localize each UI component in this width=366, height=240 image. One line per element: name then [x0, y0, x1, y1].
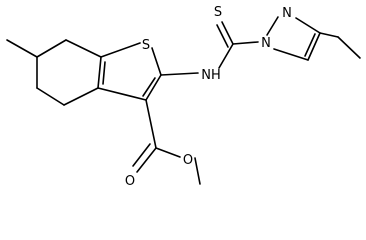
- pyrazole-ring: [266, 16, 361, 61]
- atom-label-amine: NH: [201, 68, 221, 83]
- bond-ring-methyl: [6, 39, 38, 58]
- atom-label-ester-oxygen: O: [183, 153, 193, 168]
- atom-label-carbonyl-oxygen: O: [125, 174, 135, 189]
- pyrazole-n2-label: N: [282, 6, 292, 21]
- sulfur-ring-label: S: [142, 38, 150, 53]
- structure-canvas: S S NH N N O O: [6, 5, 361, 189]
- thioamide-linker: [160, 21, 259, 76]
- atom-label-sulfur-ring: S: [142, 38, 150, 53]
- pyrazole-n1-label: N: [261, 36, 271, 51]
- ester-oxygen-label: O: [183, 153, 193, 168]
- cyclohexene-ring: [36, 39, 102, 106]
- ester-group: [132, 99, 201, 185]
- atom-label-pyrazole-n1: N: [261, 36, 271, 51]
- amine-nh-label: NH: [201, 68, 221, 83]
- thiophene-ring: [97, 42, 162, 101]
- carbonyl-oxygen-label: O: [125, 174, 135, 189]
- sulfur-thione-label: S: [214, 5, 222, 20]
- atom-label-sulfur-thione: S: [214, 5, 222, 20]
- atom-label-pyrazole-n2: N: [282, 6, 292, 21]
- chemical-structure-drawing: S S NH N N O O: [6, 5, 361, 189]
